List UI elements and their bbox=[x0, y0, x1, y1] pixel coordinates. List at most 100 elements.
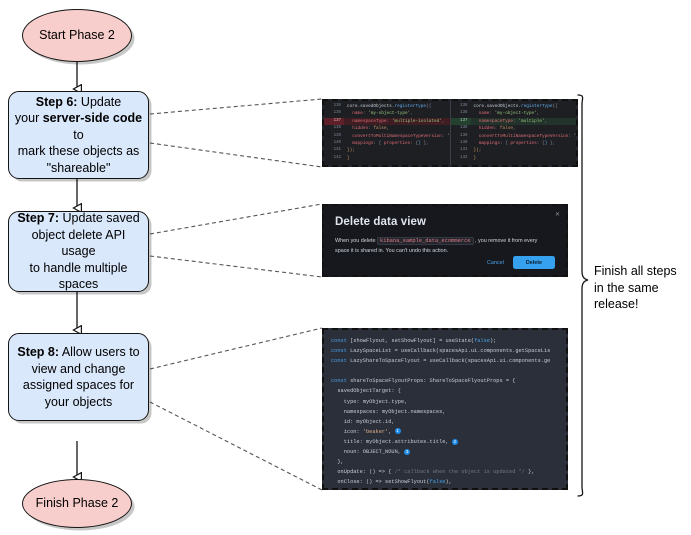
code-block: const [showFlyout, setShowFlyout] = useS… bbox=[324, 330, 566, 488]
release-note-line-2: in the same bbox=[594, 280, 659, 295]
code-line: }, bbox=[331, 459, 344, 466]
diff-code: name: 'my-object-type', bbox=[352, 111, 413, 117]
cancel-button[interactable]: Cancel bbox=[487, 259, 504, 266]
dialog-title: Delete data view bbox=[335, 216, 427, 228]
step-8-line-2: view and change bbox=[31, 361, 126, 376]
finish-terminator[interactable]: Finish Phase 2 bbox=[22, 479, 132, 528]
diff-code: namespaceType: 'multiple-isolated', bbox=[352, 118, 445, 124]
code-line: noun: OBJECT_NOUN, 3 bbox=[331, 448, 411, 456]
diff-row: 138 hidden: false, bbox=[451, 125, 577, 132]
code-line: namespaces: myObject.namespaces, bbox=[331, 408, 446, 415]
diff-line-number: 139 bbox=[460, 133, 468, 138]
step-8-label: Step 8: bbox=[17, 345, 60, 359]
code-line: onUpdate: () => { /* callback when the o… bbox=[331, 469, 535, 476]
diff-row: 141}); bbox=[451, 147, 577, 154]
code-line: }; bbox=[331, 487, 566, 488]
code-line: savedObjectTarget: { bbox=[331, 388, 401, 395]
diff-line-number: 140 bbox=[333, 140, 341, 145]
diff-line-number: 140 bbox=[460, 140, 468, 145]
step-6-box[interactable]: Step 6: Update your server-side code to … bbox=[8, 91, 149, 179]
diff-code: mappings: { properties: {} }, bbox=[478, 140, 556, 146]
diff-row: 142} bbox=[324, 155, 450, 162]
step-8-line-1: Step 8: Allow users to bbox=[17, 344, 139, 361]
diff-code: convertToMultiNamespaceTypeVersion: ' bbox=[352, 133, 449, 139]
step-6-line-3: mark these objects as bbox=[17, 144, 140, 159]
delete-data-view-dialog: ✕ Delete data view When you delete kiban… bbox=[324, 206, 566, 275]
diff-line-number: 138 bbox=[460, 126, 468, 131]
finish-label: Finish Phase 2 bbox=[35, 496, 119, 510]
diff-line-number: 141 bbox=[460, 148, 468, 153]
diff-row: 138 hidden: false, bbox=[324, 125, 450, 132]
diff-line-number: 138 bbox=[333, 126, 341, 131]
step-7-line-2: object delete API usage bbox=[31, 227, 126, 259]
start-label: Start Phase 2 bbox=[39, 28, 115, 42]
step-6-line-1: Step 6: Update bbox=[14, 94, 143, 111]
diff-code: mappings: { properties: {} }, bbox=[352, 140, 429, 146]
delete-button[interactable]: Delete bbox=[512, 256, 555, 269]
step-7-label: Step 7: bbox=[17, 211, 60, 226]
dialog-body-code: kibana_sample_data_ecommerce bbox=[376, 237, 474, 245]
diff-code: }); bbox=[473, 148, 482, 154]
diff-line-number: 137 bbox=[324, 117, 344, 126]
dialog-body-after: , you remove it from every space it is s… bbox=[335, 238, 538, 254]
step-6-line-2-a: your bbox=[14, 111, 43, 126]
step-7-line-1: Step 7: Update saved bbox=[14, 210, 143, 227]
release-note: Finish all steps in the same release! bbox=[594, 263, 689, 313]
diff-line-number: 137 bbox=[450, 117, 471, 126]
diff-line-number: 136 bbox=[333, 111, 341, 116]
code-line: title: myObject.attributes.title, 2 bbox=[331, 438, 458, 445]
start-terminator[interactable]: Start Phase 2 bbox=[22, 9, 132, 62]
code-line: id: myObject.id, bbox=[331, 418, 395, 425]
dialog-body-before: When you delete bbox=[335, 238, 377, 244]
step-6-line-1-rest: Update bbox=[77, 94, 122, 109]
dialog-actions: Cancel Delete bbox=[335, 256, 555, 269]
diff-row: 140 mappings: { properties: {} }, bbox=[324, 140, 450, 147]
diff-line-number: 136 bbox=[460, 104, 468, 108]
step-8-box[interactable]: Step 8: Allow users to view and change a… bbox=[8, 333, 149, 421]
diff-code: }); bbox=[347, 148, 355, 154]
dialog-body: When you delete kibana_sample_data_ecomm… bbox=[335, 236, 544, 256]
code-line: const LazyShareToSpaceFlyout = useCallba… bbox=[331, 358, 551, 365]
close-icon[interactable]: ✕ bbox=[554, 212, 560, 218]
step-6-line-2-b: to bbox=[73, 127, 84, 142]
step-6-line-2: your server-side code to bbox=[14, 110, 143, 143]
diff-row: 141}); bbox=[324, 147, 450, 154]
code-line: const LazySpaceList = useCallback(spaces… bbox=[331, 348, 551, 355]
diff-code: hidden: false, bbox=[352, 126, 390, 132]
diff-line-number: 141 bbox=[333, 148, 341, 153]
diff-row: 136 name: 'my-object-type', bbox=[451, 110, 577, 117]
callout-step-7-delete-dialog[interactable]: ✕ Delete data view When you delete kiban… bbox=[322, 204, 568, 277]
callout-step-8-code[interactable]: const [showFlyout, setShowFlyout] = useS… bbox=[322, 328, 568, 490]
diff-row: 142} bbox=[451, 155, 577, 162]
code-line: icon: 'beaker', 1 bbox=[331, 428, 401, 435]
diff-line-number: 139 bbox=[333, 133, 341, 138]
diff-code: convertToMultiNamespaceTypeVersion: ' bbox=[478, 133, 576, 139]
code-line: const [showFlyout, setShowFlyout] = useS… bbox=[331, 338, 497, 344]
release-note-line-3: release! bbox=[594, 297, 639, 312]
diff-row: 139 convertToMultiNamespaceTypeVersion: … bbox=[324, 133, 450, 140]
diff-row-added: 137 namespaceType: 'multiple', bbox=[450, 117, 576, 126]
step-7-line-3: to handle multiple spaces bbox=[29, 260, 128, 292]
code-line: onClose: () => setShowFlyout(false), bbox=[331, 479, 452, 486]
step-6-line-4: "shareable" bbox=[46, 160, 111, 175]
code-line-blank bbox=[331, 366, 566, 376]
step-8-line-1-rest: Allow users to bbox=[59, 345, 140, 359]
diff-line-number: 136 bbox=[460, 111, 468, 116]
step-7-box[interactable]: Step 7: Update saved object delete API u… bbox=[8, 211, 149, 292]
diff-code: } bbox=[347, 155, 350, 161]
code-line: const shareToSpaceFlyoutProps: ShareToSp… bbox=[331, 378, 516, 385]
diff-row-removed: 137 namespaceType: 'multiple-isolated', bbox=[324, 117, 450, 126]
annotation-badge-3: 3 bbox=[404, 448, 411, 455]
annotation-badge-1: 1 bbox=[394, 428, 401, 435]
diff-code: } bbox=[473, 155, 477, 161]
diff-code: hidden: false, bbox=[478, 126, 516, 132]
step-8-line-3: assigned spaces for bbox=[22, 378, 135, 392]
step-6-label: Step 6: bbox=[35, 94, 78, 109]
diff-code: namespaceType: 'multiple', bbox=[478, 118, 548, 124]
